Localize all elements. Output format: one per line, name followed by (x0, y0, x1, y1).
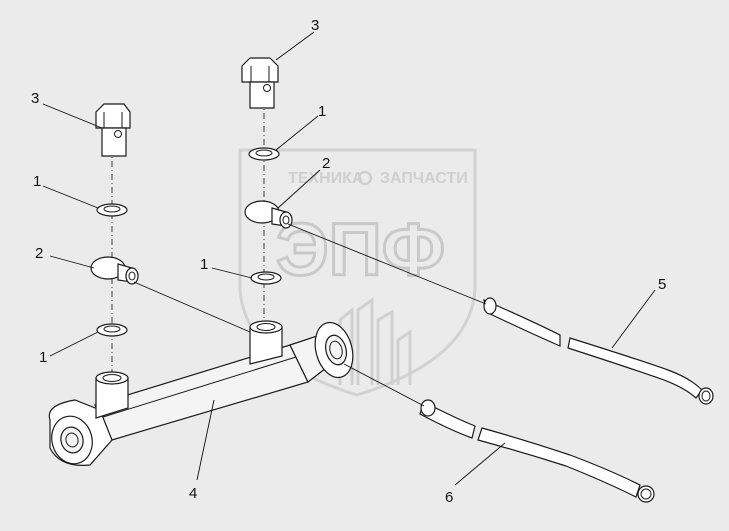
callout-hose-upper: 5 (658, 276, 666, 293)
hose-upper (483, 297, 714, 405)
callout-washer-top-left: 1 (33, 173, 41, 190)
callout-cylinder: 4 (189, 485, 197, 502)
callout-bolt-left: 3 (31, 90, 39, 107)
banjo-fitting-right (244, 200, 293, 229)
washer-top-left (96, 203, 128, 217)
callout-banjo-right: 2 (322, 155, 330, 172)
callout-washer-low-left: 1 (39, 349, 47, 366)
washers (96, 147, 282, 337)
callout-washer-top-right: 1 (318, 103, 326, 120)
callout-hose-lower: 6 (445, 489, 453, 506)
banjo-bolt-left (95, 103, 131, 157)
washer-low-left (96, 323, 128, 337)
callout-banjo-left: 2 (35, 245, 43, 262)
washer-mid-right (250, 271, 282, 285)
hose-lower (419, 399, 655, 503)
watermark-logo: ЭПФ (276, 208, 445, 291)
banjo-bolt-right (241, 57, 279, 109)
hydraulic-cylinder (48, 320, 354, 466)
callouts: 3 3 1 2 1 2 1 1 5 4 6 (31, 17, 666, 506)
gear-icon (357, 170, 373, 186)
banjo-fitting-left (90, 256, 139, 285)
watermark: ТЕХНИКА ЗАПЧАСТИ ЭПФ (238, 148, 477, 397)
watermark-left-text: ТЕХНИКА (288, 170, 364, 187)
callout-bolt-right: 3 (311, 17, 319, 34)
callout-washer-mid-right: 1 (200, 256, 208, 273)
leader-lines (42, 31, 656, 486)
washer-top-right (248, 147, 280, 161)
watermark-right-text: ЗАПЧАСТИ (380, 170, 468, 187)
